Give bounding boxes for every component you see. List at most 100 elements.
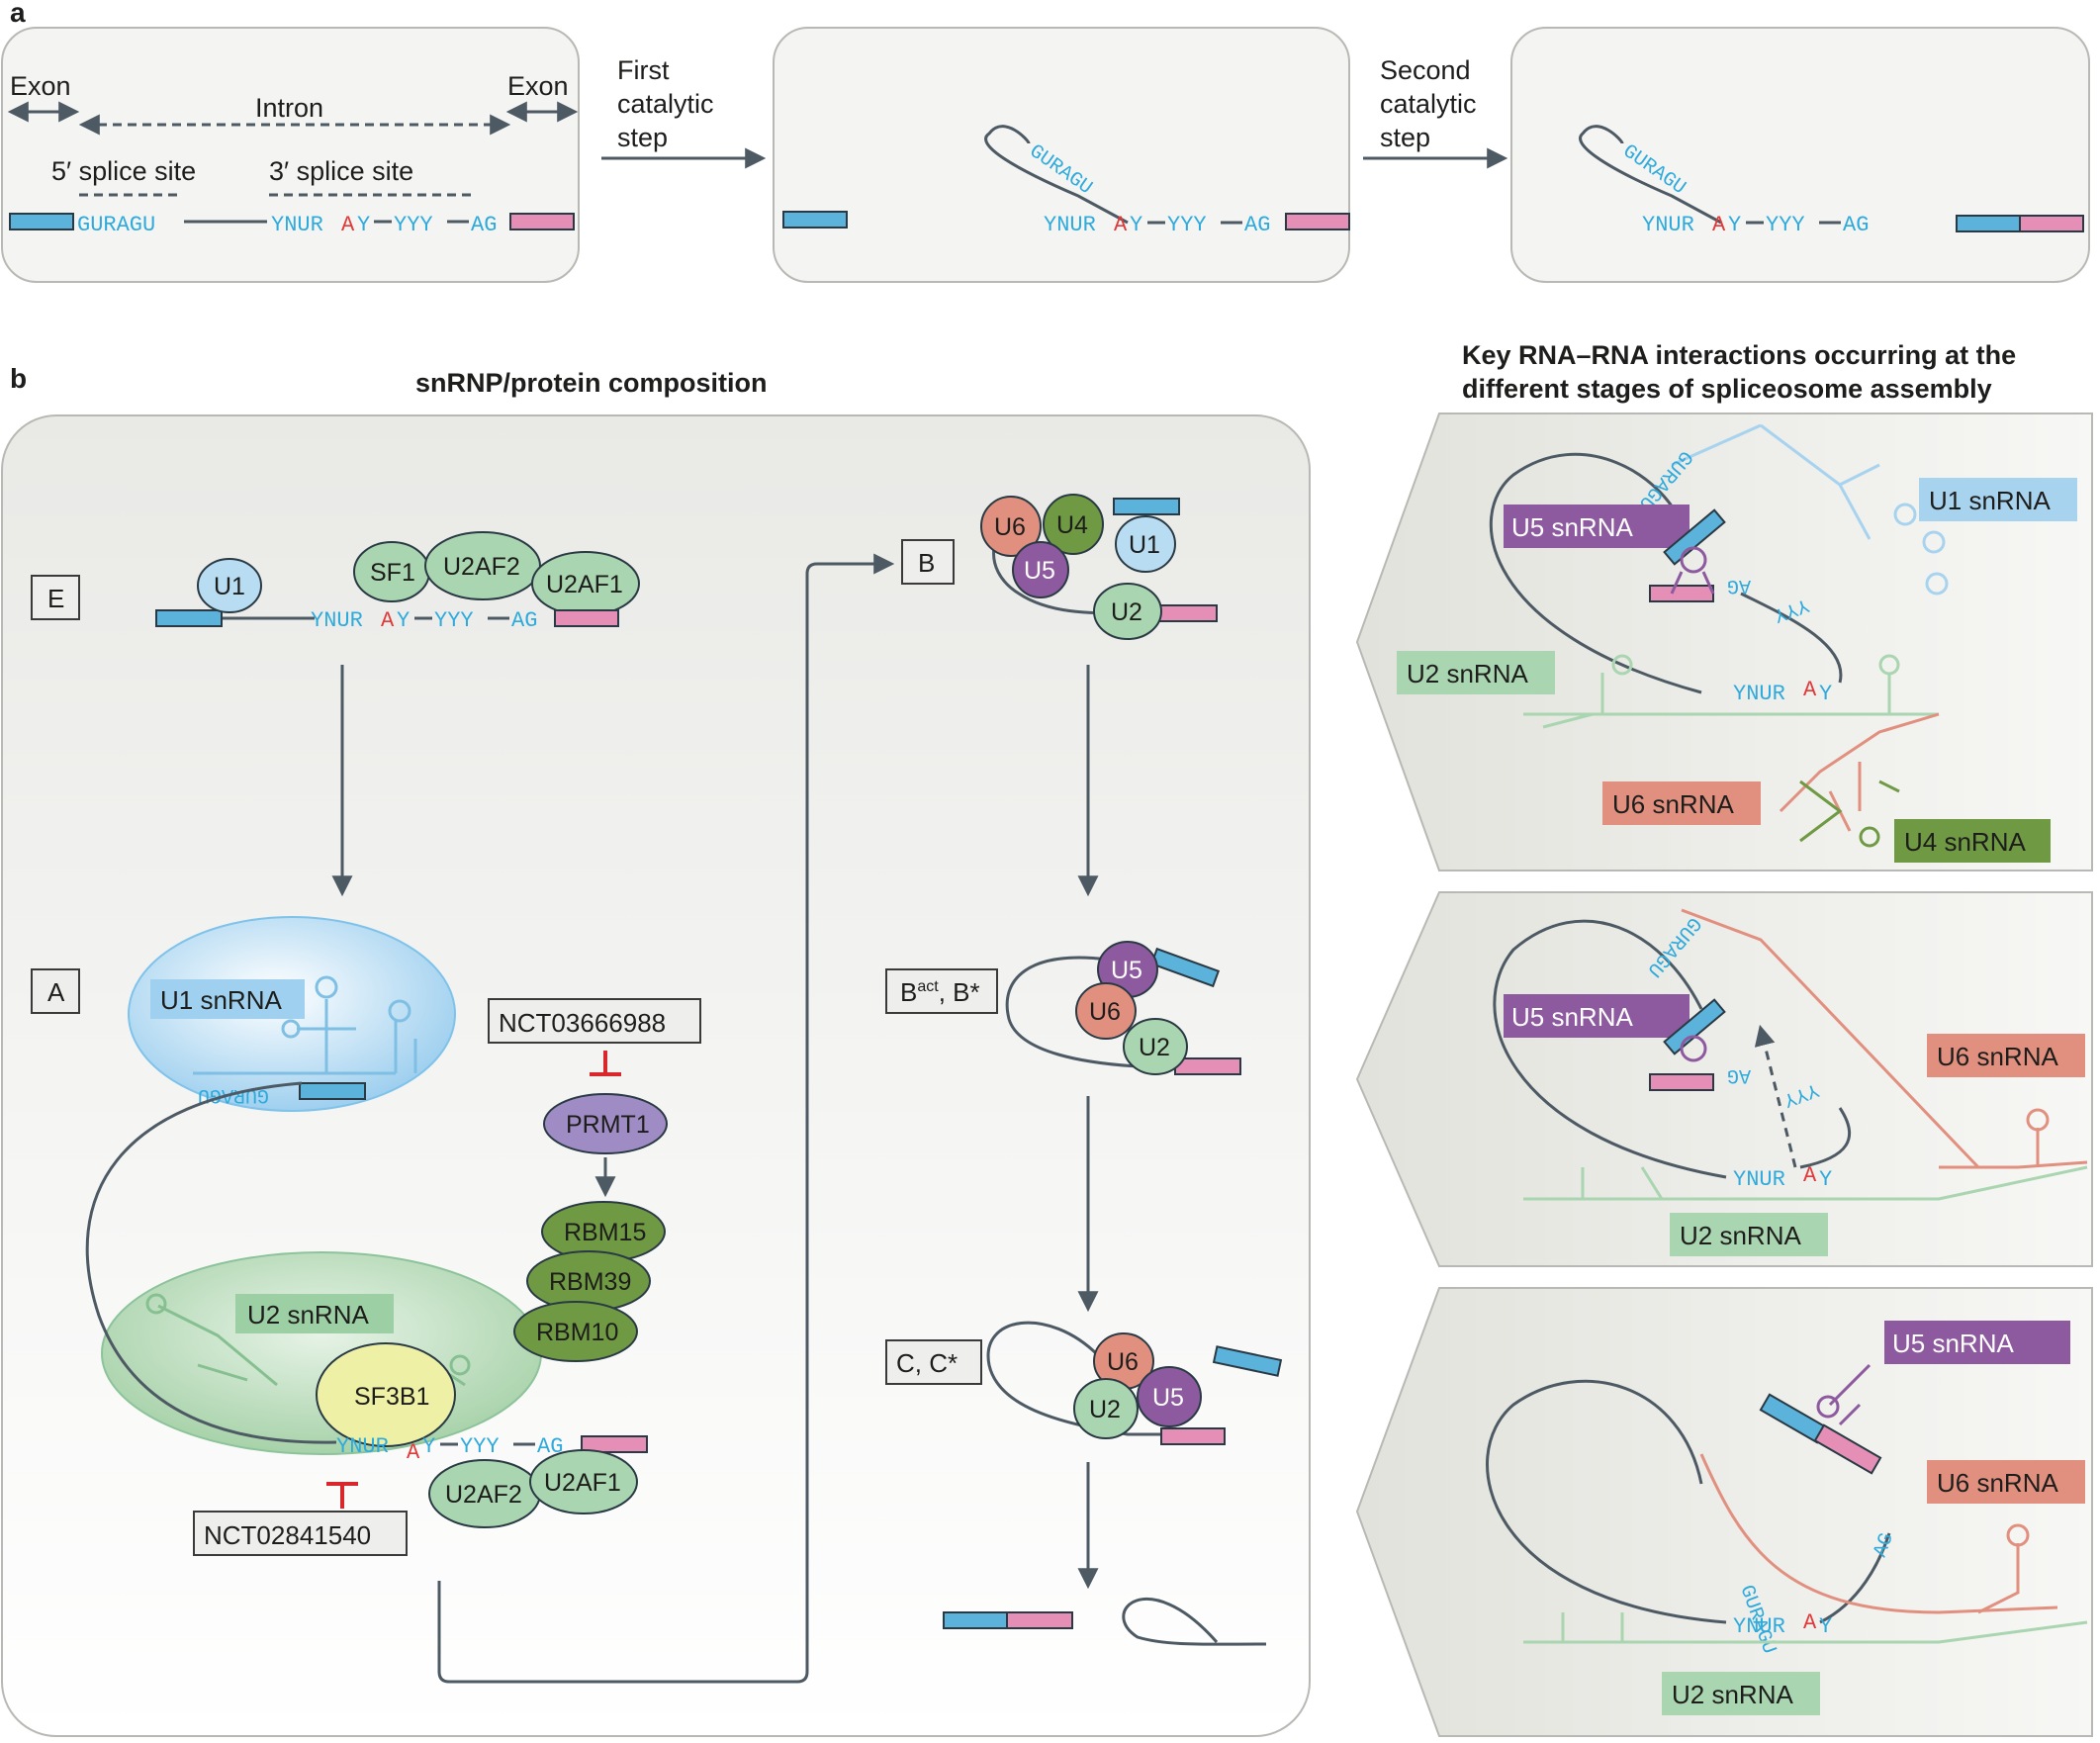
- stage-c: C, C* U6 U5 U2: [885, 1321, 1283, 1445]
- exon-blue-bar: [9, 213, 74, 230]
- svg-text:Y: Y: [1130, 213, 1142, 237]
- svg-text:U1 snRNA: U1 snRNA: [1929, 486, 2051, 515]
- svg-text:YYY: YYY: [460, 1434, 500, 1459]
- svg-text:U1 snRNA: U1 snRNA: [160, 985, 282, 1015]
- svg-text:step: step: [1380, 123, 1430, 152]
- svg-text:YNUR: YNUR: [1642, 213, 1694, 237]
- seq-branch-a: A: [341, 213, 355, 237]
- svg-text:U2AF2: U2AF2: [443, 553, 520, 581]
- svg-text:U6: U6: [994, 513, 1026, 541]
- svg-text:U5: U5: [1024, 557, 1055, 585]
- svg-text:U5 snRNA: U5 snRNA: [1511, 512, 1633, 542]
- svg-text:Y: Y: [1819, 1167, 1832, 1192]
- sf3b1-protein: [316, 1342, 456, 1447]
- seq-ynur: YNUR: [271, 213, 323, 237]
- svg-text:Second: Second: [1380, 55, 1471, 85]
- stage-b: B U6 U4 U5 U1 U2: [901, 494, 1218, 640]
- svg-text:YYY: YYY: [1766, 213, 1805, 237]
- svg-text:A: A: [1803, 1610, 1817, 1635]
- title-interactions-line2: different stages of spliceosome assembly: [1462, 374, 1992, 404]
- hex-panel-bact: GURAGU U5 snRNA AG YYY YNUR A Y U2 snRNA…: [1355, 891, 2093, 1267]
- seq-yyy: YYY: [394, 213, 433, 237]
- panel-a-box-2: GURAGU YNUR A Y YYY AG: [773, 27, 1350, 283]
- svg-text:Y: Y: [1728, 213, 1741, 237]
- svg-text:A: A: [1114, 213, 1128, 237]
- svg-text:A: A: [1712, 213, 1726, 237]
- svg-text:U6: U6: [1107, 1348, 1139, 1376]
- prmt1-trial-label: NCT03666988: [499, 1008, 666, 1038]
- panel-a-box-3: GURAGU YNUR A Y YYY AG: [1510, 27, 2090, 283]
- svg-text:catalytic: catalytic: [617, 89, 714, 119]
- svg-text:YNUR: YNUR: [1044, 213, 1096, 237]
- svg-text:U1: U1: [214, 573, 245, 600]
- panel-a-box-1: Exon Exon Intron 5′ splice site 3′ splic…: [1, 27, 580, 283]
- svg-text:PRMT1: PRMT1: [566, 1111, 650, 1139]
- spliced-products: [943, 1597, 1267, 1646]
- svg-text:A: A: [1803, 678, 1817, 702]
- stage-e-label: E: [47, 584, 64, 613]
- stage-bact-label: Bact, B*: [900, 977, 980, 1007]
- svg-text:U1: U1: [1129, 531, 1160, 559]
- hex-panel-c: GURAGU AG U5 snRNA YNUR A Y U6 snRNA U2 …: [1355, 1287, 2093, 1737]
- svg-text:U2AF1: U2AF1: [544, 1469, 621, 1497]
- svg-text:catalytic: catalytic: [1380, 89, 1477, 119]
- panel-a-letter: a: [10, 0, 26, 28]
- svg-text:U5: U5: [1152, 1384, 1184, 1412]
- prmt1-protein: [543, 1093, 668, 1154]
- exon-right-label: Exon: [507, 71, 569, 101]
- svg-text:YNUR: YNUR: [1733, 682, 1785, 706]
- svg-text:U5 snRNA: U5 snRNA: [1892, 1329, 2014, 1358]
- stage-a-label: A: [47, 977, 65, 1007]
- svg-text:YYY: YYY: [434, 608, 474, 633]
- svg-text:AG: AG: [1727, 574, 1751, 596]
- svg-text:U2AF1: U2AF1: [546, 571, 623, 598]
- five-splice-site-label: 5′ splice site: [51, 156, 196, 186]
- svg-text:U2: U2: [1111, 598, 1142, 626]
- u2-snrnp-cloud: [101, 1251, 542, 1455]
- svg-text:U5 snRNA: U5 snRNA: [1511, 1002, 1633, 1032]
- svg-text:YNUR: YNUR: [1733, 1167, 1785, 1192]
- svg-text:U6 snRNA: U6 snRNA: [1612, 789, 1734, 819]
- first-catalytic-step: First catalytic step: [601, 55, 767, 169]
- svg-text:Y: Y: [422, 1434, 435, 1459]
- svg-text:U2 snRNA: U2 snRNA: [247, 1300, 369, 1330]
- second-catalytic-step: Second catalytic step: [1363, 55, 1508, 169]
- seq-ag: AG: [471, 213, 497, 237]
- svg-text:step: step: [617, 123, 668, 152]
- svg-text:Y: Y: [1819, 1614, 1832, 1639]
- svg-text:SF3B1: SF3B1: [354, 1383, 429, 1411]
- title-interactions-line1: Key RNA–RNA interactions occurring at th…: [1462, 340, 2016, 370]
- sf3b1-trial-label: NCT02841540: [204, 1520, 371, 1550]
- svg-text:U4 snRNA: U4 snRNA: [1904, 827, 2026, 857]
- svg-text:AG: AG: [1727, 1063, 1751, 1086]
- svg-text:U5: U5: [1111, 957, 1142, 984]
- svg-text:RBM10: RBM10: [536, 1319, 618, 1346]
- svg-text:U2 snRNA: U2 snRNA: [1407, 659, 1528, 688]
- svg-text:A: A: [1803, 1163, 1817, 1188]
- svg-text:U4: U4: [1056, 511, 1088, 539]
- stage-e: E U1 SF1 U2AF2 U2AF1 YNUR A Y YYY AG: [31, 531, 640, 633]
- svg-text:YNUR: YNUR: [336, 1434, 389, 1459]
- svg-text:U2: U2: [1089, 1396, 1121, 1423]
- svg-text:U2: U2: [1139, 1034, 1170, 1061]
- svg-text:U2AF2: U2AF2: [445, 1481, 522, 1509]
- svg-text:YYY: YYY: [1167, 213, 1207, 237]
- u1-protein: [197, 558, 262, 613]
- svg-text:SF1: SF1: [370, 559, 415, 587]
- svg-text:U6 snRNA: U6 snRNA: [1937, 1042, 2058, 1071]
- svg-text:RBM39: RBM39: [549, 1268, 631, 1296]
- svg-text:U6: U6: [1089, 998, 1121, 1026]
- svg-text:Y: Y: [1819, 682, 1832, 706]
- svg-text:AG: AG: [1244, 213, 1270, 237]
- svg-text:YNUR: YNUR: [311, 608, 363, 633]
- exon-left-label: Exon: [10, 71, 71, 101]
- svg-text:A: A: [381, 608, 395, 633]
- stage-c-label: C, C*: [896, 1348, 958, 1378]
- stage-b-label: B: [918, 548, 935, 578]
- svg-text:YNUR: YNUR: [1733, 1614, 1785, 1639]
- stage-a: A U1 snRNA GURAGU U2 snRNA SF3B1 YNUR A …: [31, 916, 701, 1556]
- seq-y: Y: [357, 213, 370, 237]
- stage-bact: Bact, B* U5 U6 U2: [885, 941, 1241, 1075]
- svg-text:AG: AG: [511, 608, 537, 633]
